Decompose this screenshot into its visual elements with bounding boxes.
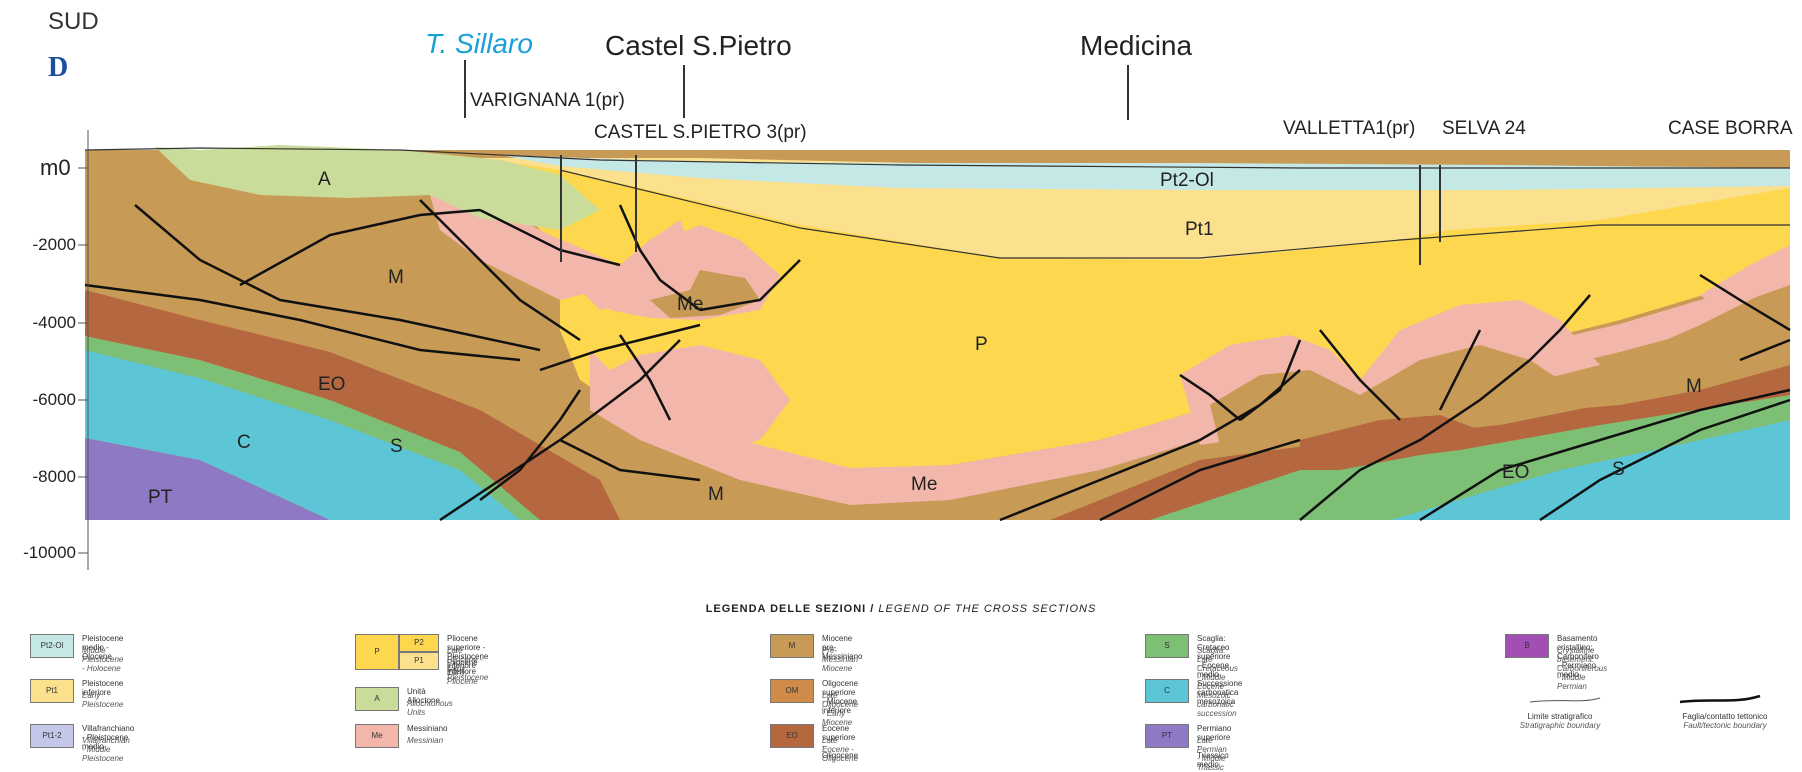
legend-title: LEGENDA DELLE SEZIONI / LEGEND OF THE CR… bbox=[0, 603, 1802, 615]
y-tick-label: -6000 bbox=[6, 390, 76, 410]
axis-unit: m0 bbox=[40, 155, 71, 181]
geologic-cross-section: A M Me EO C S PT Pt2-Ol Pt1 P Me M EO S … bbox=[0, 0, 1802, 600]
label-C: C bbox=[237, 432, 251, 453]
well-label-castel: CASTEL S.PIETRO 3(pr) bbox=[594, 122, 807, 144]
river-label: T. Sillaro bbox=[425, 28, 533, 60]
town-label-castel: Castel S.Pietro bbox=[605, 30, 792, 62]
legend-line-samples bbox=[1520, 690, 1800, 710]
town-label-medicina: Medicina bbox=[1080, 30, 1192, 62]
label-A: A bbox=[318, 169, 331, 190]
well-label-valletta: VALLETTA1(pr) bbox=[1283, 118, 1415, 140]
label-P: P bbox=[975, 334, 988, 355]
well-label-varignana: VARIGNANA 1(pr) bbox=[470, 90, 625, 112]
y-tick-label: -10000 bbox=[6, 543, 76, 563]
well-label-case-borra: CASE BORRA bbox=[1668, 118, 1793, 140]
label-Pt2Ol: Pt2-Ol bbox=[1160, 170, 1214, 191]
label-Pt1: Pt1 bbox=[1185, 219, 1214, 240]
label-PT: PT bbox=[148, 487, 173, 508]
label-EO-right: EO bbox=[1502, 462, 1529, 483]
label-M-left: M bbox=[388, 267, 404, 288]
y-tick-label: -2000 bbox=[6, 235, 76, 255]
y-tick-label: -4000 bbox=[6, 313, 76, 333]
label-Me-bottom: Me bbox=[911, 474, 937, 495]
label-Me-top: Me bbox=[677, 294, 703, 315]
section-letter: D bbox=[48, 52, 68, 84]
label-S-right: S bbox=[1612, 459, 1625, 480]
y-tick-label: -8000 bbox=[6, 467, 76, 487]
direction-label: SUD bbox=[48, 8, 99, 36]
label-S-left: S bbox=[390, 436, 403, 457]
label-EO-left: EO bbox=[318, 374, 345, 395]
label-M-right: M bbox=[1686, 376, 1702, 397]
label-M-bottom: M bbox=[708, 484, 724, 505]
well-label-selva: SELVA 24 bbox=[1442, 118, 1526, 140]
